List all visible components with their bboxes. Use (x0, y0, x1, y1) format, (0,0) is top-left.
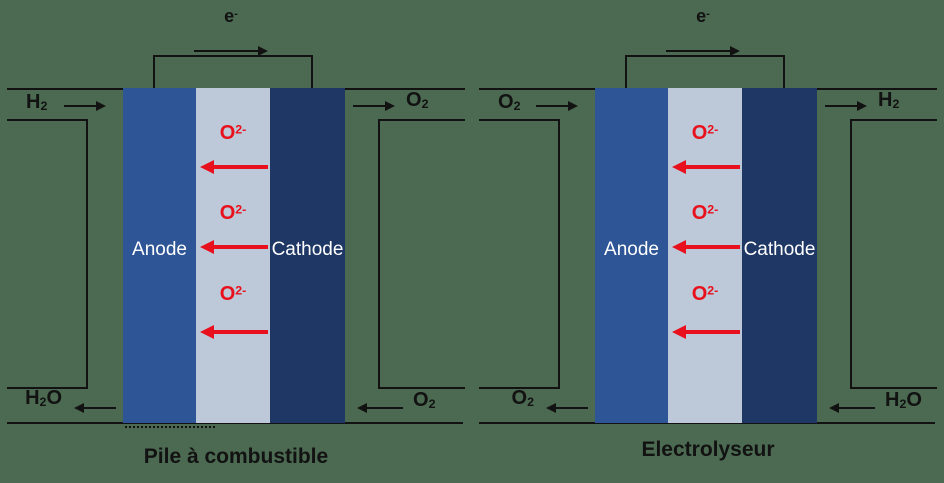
pipe-line (7, 88, 123, 90)
circuit-wire (153, 55, 313, 90)
gas-label-bottom-left: H2O (25, 387, 62, 410)
oxide-ion-label: O2- (219, 283, 247, 305)
oxide-ion-arrow-icon (672, 160, 740, 174)
gas-label-top-left: H2 (26, 91, 48, 114)
anode-block (123, 88, 196, 423)
electron-flow-arrow-icon (666, 45, 740, 57)
cathode-block (270, 88, 345, 423)
gas-channel (850, 119, 937, 389)
electron-label: e- (224, 6, 238, 26)
oxide-ion-arrow-icon (672, 325, 740, 339)
circuit-wire (625, 55, 785, 90)
electron-flow-arrow-icon (194, 45, 268, 57)
gas-label-bottom-right: O2 (413, 389, 436, 412)
anode-label: Anode (604, 239, 659, 260)
cathode-label: Cathode (271, 239, 344, 260)
gas-label-top-left: O2 (498, 91, 521, 114)
gas-channel (7, 119, 88, 389)
diagram-title: Pile à combustible (143, 445, 329, 468)
arrow-shaft (194, 50, 259, 52)
pipe-line (479, 422, 935, 424)
diagram-title: Electrolyseur (641, 438, 775, 461)
oxide-ion-label: O2- (691, 283, 719, 305)
outflow-arrow-icon (353, 100, 395, 112)
inflow-arrow-icon (829, 402, 875, 414)
gas-channel (378, 119, 465, 389)
oxide-ion-label: O2- (691, 122, 719, 144)
gas-label-bottom-right: H2O (885, 389, 922, 412)
pipe-line (479, 88, 595, 90)
anode-block (595, 88, 668, 423)
oxide-ion-arrow-icon (200, 240, 268, 254)
cathode-label: Cathode (743, 239, 816, 260)
electrolyte-block (196, 88, 270, 423)
inflow-arrow-icon (357, 402, 403, 414)
oxide-ion-label: O2- (691, 202, 719, 224)
gas-label-top-right: O2 (406, 89, 429, 112)
inflow-arrow-icon (536, 100, 578, 112)
pipe-line (345, 88, 465, 90)
gas-label-bottom-left: O2 (511, 387, 534, 410)
oxide-ion-arrow-icon (200, 160, 268, 174)
inflow-arrow-icon (64, 100, 106, 112)
fuel-cell-diagram: e- H2 O2 H2O O2 O2- O2- O2- Anode Catho (7, 6, 465, 468)
oxide-ion-arrow-icon (672, 240, 740, 254)
arrow-head (730, 46, 740, 56)
arrow-shaft (666, 50, 731, 52)
oxide-ion-label: O2- (219, 202, 247, 224)
cathode-block (742, 88, 817, 423)
outflow-arrow-icon (546, 402, 588, 414)
electron-label: e- (696, 6, 710, 26)
anode-label: Anode (132, 239, 187, 260)
electrolyte-block (668, 88, 742, 423)
arrow-head (258, 46, 268, 56)
outflow-arrow-icon (74, 402, 116, 414)
pipe-line (7, 422, 463, 424)
dotted-underline (125, 426, 215, 428)
oxide-ion-label: O2- (219, 122, 247, 144)
outflow-arrow-icon (825, 100, 867, 112)
oxide-ion-arrow-icon (200, 325, 268, 339)
pipe-line (817, 88, 937, 90)
gas-label-top-right: H2 (878, 89, 900, 112)
gas-channel (479, 119, 560, 389)
electrolyzer-diagram: e- O2 H2 O2 H2O O2- O2- O2- Anode Catho (472, 0, 944, 483)
